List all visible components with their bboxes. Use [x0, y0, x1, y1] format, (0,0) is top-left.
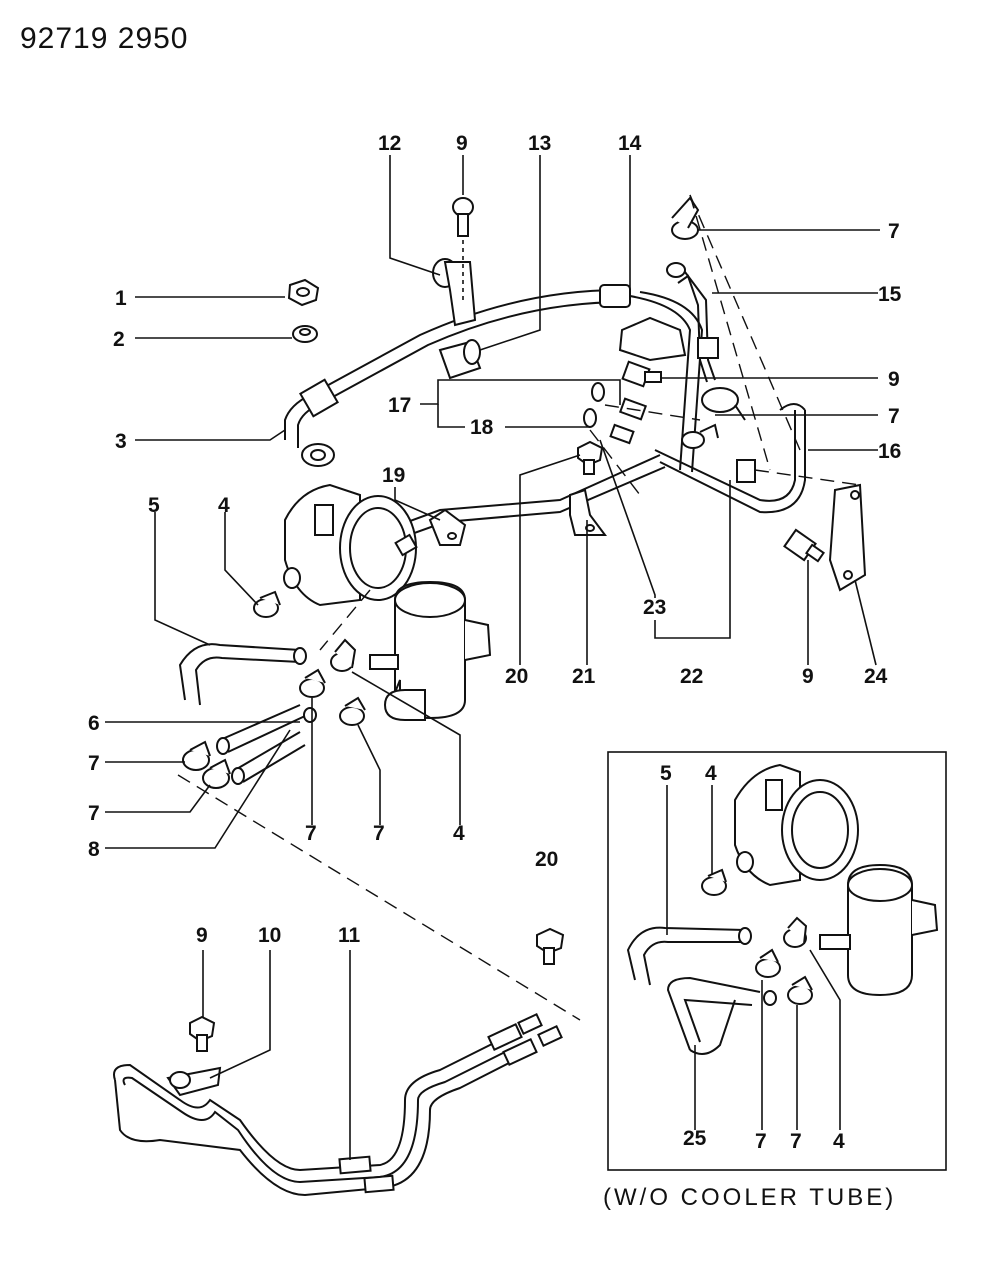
callout-1: 1 [115, 287, 127, 310]
washer-2 [292, 325, 318, 343]
callout-7-mid-b: 7 [373, 822, 385, 845]
callout-7-top: 7 [888, 220, 900, 243]
callout-20-mid: 20 [505, 665, 528, 688]
clamp-7-right [681, 423, 719, 449]
bolt-9-lower [189, 1015, 216, 1052]
cooler-tube-11 [113, 1013, 563, 1197]
callout-5: 5 [148, 494, 160, 517]
callout-24: 24 [864, 665, 888, 688]
callout-7-right: 7 [888, 405, 900, 428]
pressure-hose-assembly [284, 284, 704, 473]
bolt-20-middle [577, 440, 604, 475]
callout-8: 8 [88, 838, 100, 861]
fluid-reservoir [369, 580, 492, 721]
return-tube-15 [666, 262, 719, 383]
dashed-guides [177, 194, 861, 1021]
callout-14: 14 [618, 132, 642, 155]
callout-20-lower: 20 [535, 848, 558, 871]
bracket-14 [618, 316, 687, 362]
callout-18: 18 [470, 416, 494, 439]
leader-lines [105, 155, 880, 1160]
callout-7-inset-a: 7 [755, 1130, 767, 1153]
callout-7-mid-a: 7 [305, 822, 317, 845]
hose-fitting-right [701, 387, 746, 421]
callout-23: 23 [643, 596, 666, 619]
clamp-4-main [253, 590, 281, 618]
callout-19: 19 [382, 464, 405, 487]
bracket-24 [828, 483, 867, 592]
callout-15: 15 [878, 283, 902, 306]
clamp-7-left-b [202, 758, 231, 789]
callout-16: 16 [878, 440, 901, 463]
bolt-9-top [452, 197, 474, 237]
power-steering-pump [283, 483, 418, 607]
callout-4-mid: 4 [453, 822, 465, 845]
callout-4-inset-b: 4 [833, 1130, 845, 1153]
suction-hose-5 [178, 643, 307, 706]
grommet-13 [438, 339, 482, 380]
callout-7-inset-b: 7 [790, 1130, 802, 1153]
callout-9-bottom: 9 [196, 924, 208, 947]
nut-1 [287, 278, 320, 307]
callout-labels: 12 9 13 14 7 15 1 2 9 17 18 7 16 3 19 5 … [88, 132, 902, 1211]
callout-5-inset: 5 [660, 762, 672, 785]
clamp-19 [428, 508, 467, 546]
callout-4-inset: 4 [705, 762, 717, 785]
clamp-12 [432, 258, 477, 327]
return-hoses-6-8 [216, 704, 317, 785]
callout-12: 12 [378, 132, 401, 155]
callout-13: 13 [528, 132, 551, 155]
callout-7-left-b: 7 [88, 802, 100, 825]
document-code: 92719 2950 [20, 22, 189, 55]
clamp-4-mid [330, 638, 357, 672]
callout-6: 6 [88, 712, 100, 735]
clamp-7-mid-a [299, 668, 326, 698]
callout-4-main: 4 [218, 494, 230, 517]
callout-9-right: 9 [888, 368, 900, 391]
callout-17: 17 [388, 394, 411, 417]
callout-9-top: 9 [456, 132, 468, 155]
callout-22: 22 [680, 665, 703, 688]
clamp-21 [569, 488, 607, 536]
callout-21: 21 [572, 665, 596, 688]
fitting-9-right [621, 360, 662, 388]
callout-9-lower: 9 [802, 665, 814, 688]
callout-2: 2 [113, 328, 125, 351]
clamp-7-mid-b [339, 696, 366, 726]
inset-without-cooler-tube [607, 751, 947, 1171]
tube-16 [654, 403, 806, 514]
fitting-9-lower [783, 528, 825, 563]
clamp-7-left-a [182, 740, 211, 771]
callout-11: 11 [338, 924, 361, 947]
callout-3: 3 [115, 430, 127, 453]
callout-10: 10 [258, 924, 281, 947]
callout-25: 25 [683, 1127, 707, 1150]
callout-7-left-a: 7 [88, 752, 100, 775]
inset-caption: (W/O COOLER TUBE) [603, 1184, 896, 1211]
clamp-10 [166, 1066, 222, 1097]
bolt-20-lower [536, 927, 565, 965]
clamp-7-top [671, 196, 700, 240]
